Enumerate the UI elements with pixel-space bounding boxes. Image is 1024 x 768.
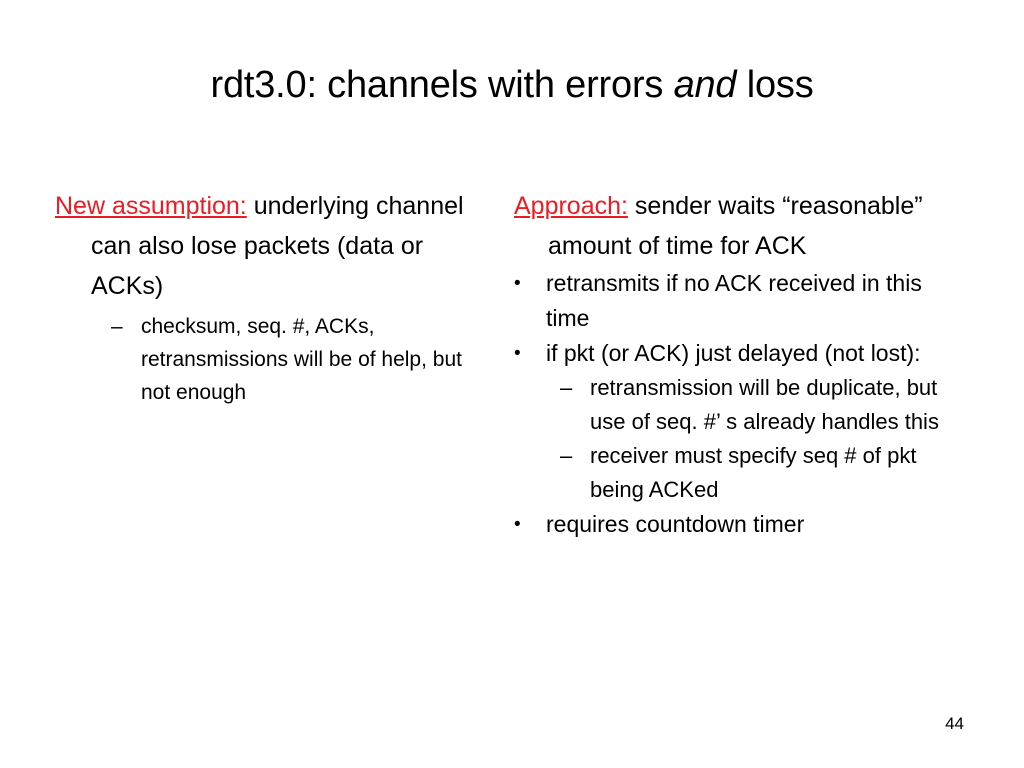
page-number: 44 [945, 714, 964, 733]
left-lead-label: New assumption: [55, 192, 247, 220]
right-sub-bullet-1-text: receiver must specify seq # of pkt being… [590, 443, 917, 502]
title-text-emphasis: and [673, 64, 737, 106]
right-bullet-1: • if pkt (or ACK) just delayed (not lost… [514, 336, 969, 371]
right-column: Approach: sender waits “reasonable” amou… [514, 186, 969, 542]
left-sub-bullet-0: – checksum, seq. #, ACKs, retransmission… [55, 310, 475, 409]
right-sub-bullet-1: – receiver must specify seq # of pkt bei… [514, 439, 969, 507]
bullet-dot-marker-icon: • [514, 343, 521, 364]
left-lead-body: underlying channel can also lose packets… [91, 192, 464, 300]
page-title: rdt3.0: channels with errors and loss [0, 64, 1024, 108]
right-sub-bullet-0: – retransmission will be duplicate, but … [514, 371, 969, 439]
right-lead-label: Approach: [514, 192, 628, 220]
right-lead-body: sender waits “reasonable” amount of time… [548, 192, 923, 260]
right-bullet-2: • requires countdown timer [514, 507, 969, 542]
right-sub-bullet-0-text: retransmission will be duplicate, but us… [590, 375, 939, 434]
en-dash-marker-icon: – [111, 315, 123, 338]
right-bullet-0-text: retransmits if no ACK received in this t… [546, 270, 922, 331]
right-bullet-1-text: if pkt (or ACK) just delayed (not lost): [546, 340, 921, 366]
right-bullet-0: • retransmits if no ACK received in this… [514, 266, 969, 336]
left-sub-bullet-0-text: checksum, seq. #, ACKs, retransmissions … [141, 315, 462, 404]
left-lead-paragraph: New assumption: underlying channel can a… [55, 186, 475, 306]
left-column: New assumption: underlying channel can a… [55, 186, 475, 409]
right-lead-paragraph: Approach: sender waits “reasonable” amou… [514, 186, 969, 266]
right-bullet-2-text: requires countdown timer [546, 511, 805, 537]
title-text-part1: rdt3.0: channels with errors [210, 64, 674, 106]
bullet-dot-marker-icon: • [514, 273, 521, 294]
title-text-part2: loss [736, 64, 814, 106]
en-dash-marker-icon: – [560, 375, 573, 400]
en-dash-marker-icon: – [560, 443, 573, 468]
bullet-dot-marker-icon: • [514, 514, 521, 535]
